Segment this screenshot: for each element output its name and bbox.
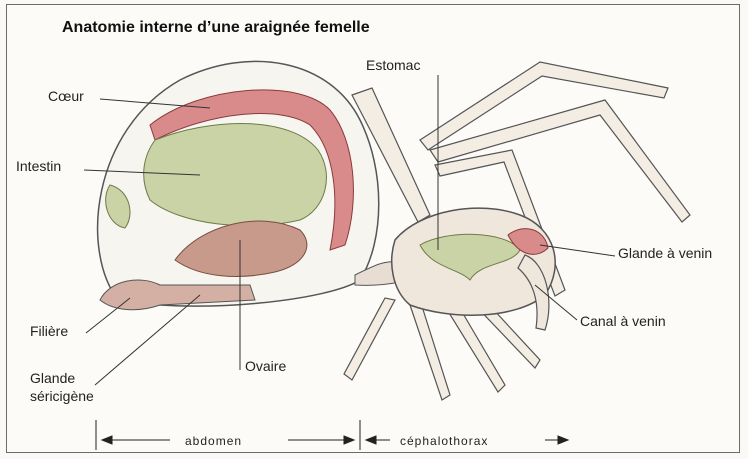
label-glande-sericigene-line2: séricigène [30,388,94,404]
diagram-title: Anatomie interne d’une araignée femelle [62,19,370,37]
intestine-organ [144,124,327,226]
label-glande-venin: Glande à venin [618,245,712,261]
region-abdomen: abdomen [185,433,242,449]
label-coeur: Cœur [48,88,84,104]
scale-bar [96,420,568,450]
region-cephalothorax: céphalothorax [400,433,488,449]
label-intestin: Intestin [16,158,61,174]
label-glande-sericigene-line1: Glande [30,370,75,386]
label-ovaire: Ovaire [245,358,286,374]
label-canal-venin: Canal à venin [580,313,666,329]
leg-7 [344,298,395,380]
label-estomac: Estomac [366,57,420,73]
leg-6 [410,300,450,400]
label-filiere: Filière [30,323,68,339]
